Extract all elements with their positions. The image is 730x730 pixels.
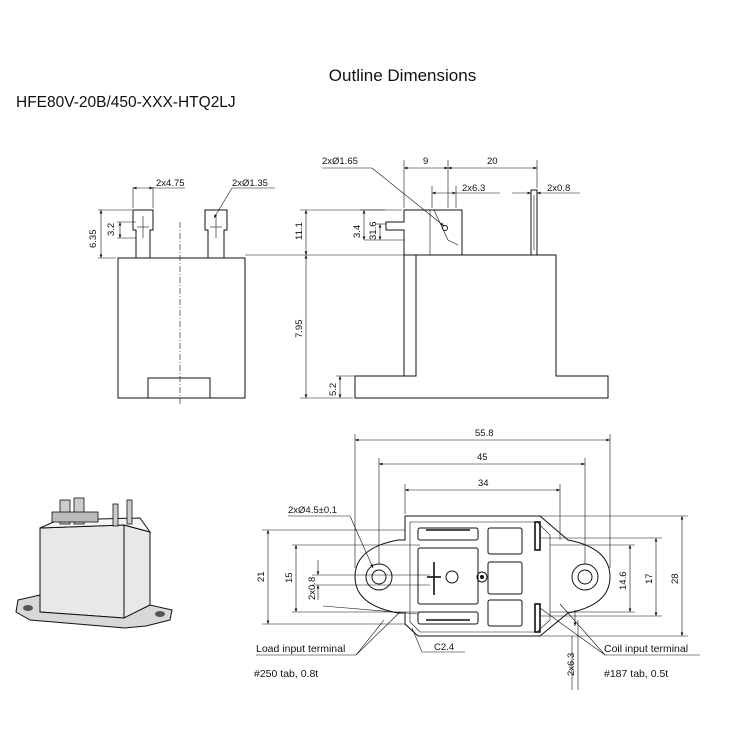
dim-45: 45 — [477, 452, 488, 463]
side-body — [354, 254, 609, 399]
side-coil-terminal — [530, 189, 538, 256]
label-coil-input-terminal: Coil input terminal — [604, 643, 688, 655]
dim-34: 34 — [478, 478, 489, 489]
dim-side-2x0-8: 2x0.8 — [547, 183, 570, 194]
dim-c2-4: C2.4 — [434, 642, 454, 653]
dim-3-2: 3.2 — [106, 223, 117, 236]
front-base-slot — [147, 377, 211, 399]
dim-2x4-75: 2x4.75 — [156, 178, 185, 189]
bottom-outline — [354, 515, 611, 637]
label-coil-tab: #187 tab, 0.5t — [604, 668, 668, 680]
dim-2x-dia-1-65: 2xØ1.65 — [322, 156, 358, 167]
dim-21: 21 — [256, 571, 267, 582]
dim-17: 17 — [644, 573, 655, 584]
dim-55-8: 55.8 — [475, 428, 494, 439]
page-title: Outline Dimensions — [328, 66, 477, 85]
dim-side-2x6-3: 2x6.3 — [462, 183, 485, 194]
side-view: 9 20 2x6.3 2x0.8 2xØ1.65 11.1 7.95 3.4 3… — [245, 156, 609, 399]
label-load-input-terminal: Load input terminal — [256, 643, 345, 655]
dim-11-1: 11.1 — [294, 222, 305, 240]
front-terminal-left — [132, 209, 154, 258]
isometric-view — [15, 497, 173, 629]
mount-hole-right — [571, 563, 599, 591]
front-terminal-right — [204, 209, 228, 258]
dim-2x-dia-1-35: 2xØ1.35 — [232, 178, 268, 189]
side-terminal-block — [385, 209, 463, 255]
dim-2x-dia-4-5: 2xØ4.5±0.1 — [288, 505, 337, 516]
front-view: 2x4.75 2xØ1.35 6.35 3.2 — [88, 178, 275, 404]
dim-28: 28 — [670, 573, 681, 584]
dim-6-35: 6.35 — [88, 230, 99, 249]
dim-bottom-2x6-3: 2x6.3 — [566, 653, 577, 676]
dim-3-4: 31.6 — [368, 222, 379, 241]
dim-bottom-2x0-8: 2x0.8 — [307, 577, 318, 600]
dim-5-2: 5.2 — [328, 383, 339, 396]
dim-7-95: 3.4 — [352, 225, 363, 238]
bottom-view: 55.8 45 34 2xØ4.5±0.1 21 15 2x0.8 14.6 — [254, 428, 700, 690]
label-load-tab: #250 tab, 0.8t — [254, 668, 318, 680]
front-body — [117, 257, 246, 399]
dim-31-6: 7.95 — [294, 320, 305, 339]
model-number: HFE80V-20B/450-XXX-HTQ2LJ — [16, 94, 236, 111]
mount-hole-left — [365, 563, 393, 591]
dim-15: 15 — [284, 572, 295, 583]
dim-20: 20 — [487, 156, 498, 167]
dim-14-6: 14.6 — [618, 572, 629, 591]
dim-9: 9 — [423, 156, 428, 167]
